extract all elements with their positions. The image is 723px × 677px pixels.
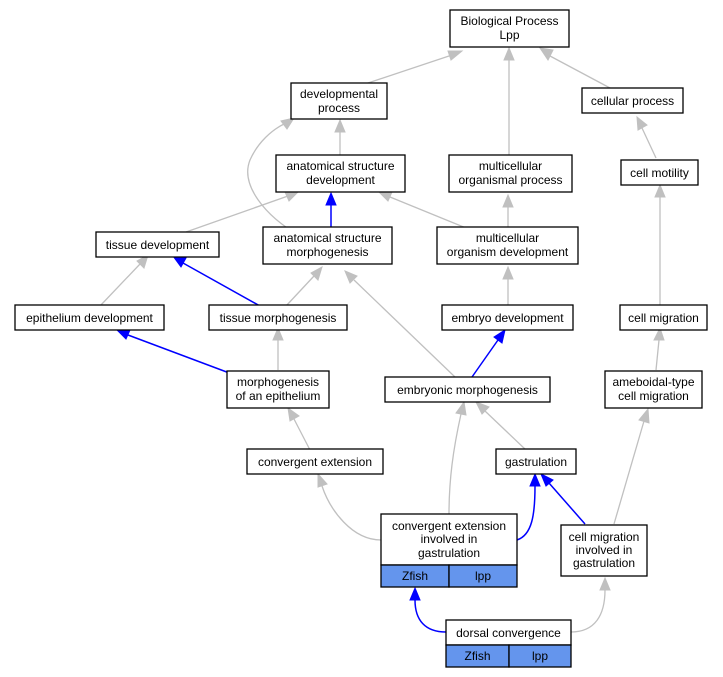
node-embryo-development[interactable]: embryo development (441, 304, 574, 331)
edge-convergent-extension-involved-in-gastrulation-to-embryonic-morphogenesis (448, 400, 467, 515)
node-label-line: cell migration (628, 311, 699, 325)
node-cellular-process[interactable]: cellular process (581, 87, 684, 114)
node-label-line: multicellular (476, 231, 539, 245)
edge-tissue-morphogenesis-to-tissue-development (171, 255, 261, 307)
edge-convergent-extension-involved-in-gastrulation-to-convergent-extension (317, 472, 382, 541)
edge-morphogenesis-of-an-epithelium-to-tissue-morphogenesis (272, 326, 284, 370)
node-label-line: involved in (576, 543, 633, 557)
node-label-line: gastrulation (418, 546, 480, 560)
edge-cellular-process-to-biological-process (538, 47, 611, 89)
node-label-line: ameboidal-type (612, 375, 694, 389)
node-label-line: developmental (300, 87, 378, 101)
node-cell-migration-involved-in-gastrulation[interactable]: cell migration involved in gastrulation (560, 524, 648, 577)
node-label-line: Biological Process (460, 14, 558, 28)
node-multicellular-organism-development[interactable]: multicellular organism development (436, 226, 579, 265)
nodes: Biological Process Lpp developmental pro… (14, 9, 708, 668)
node-dorsal-convergence[interactable]: dorsal convergence Zfish lpp (445, 619, 572, 668)
node-label-line: cell migration (618, 389, 689, 403)
edge-anatomical-structure-morphogenesis-to-developmental-process (247, 117, 301, 237)
node-label-line: of an epithelium (236, 389, 321, 403)
edge-dorsal-convergence-to-cell-migration-involved-in-gastrulation (570, 576, 611, 633)
node-anatomical-structure-morphogenesis[interactable]: anatomical structure morphogenesis (262, 226, 393, 265)
node-gastrulation[interactable]: gastrulation (495, 448, 577, 475)
edge-tissue-development-to-anatomical-structure-development (185, 191, 300, 233)
node-morphogenesis-of-an-epithelium[interactable]: morphogenesis of an epithelium (226, 370, 330, 409)
node-label-line: anatomical structure (286, 159, 394, 173)
node-label-line: morphogenesis (237, 375, 319, 389)
node-label-line: convergent extension (392, 519, 506, 533)
edge-ameboidal-type-cell-migration-to-cell-migration (653, 326, 665, 371)
node-label-line: cellular process (591, 94, 674, 108)
edge-embryonic-morphogenesis-to-anatomical-structure-morphogenesis (344, 270, 456, 378)
node-label-line: gastrulation (573, 556, 635, 570)
edge-embryo-development-to-multicellular-organism-development (502, 265, 514, 306)
annotation-cell-label: lpp (532, 649, 548, 663)
node-tissue-morphogenesis[interactable]: tissue morphogenesis (208, 304, 348, 331)
edge-cell-motility-to-cellular-process (636, 115, 657, 159)
node-label-line: development (306, 173, 375, 187)
node-label-line: cell motility (630, 166, 689, 180)
edge-anatomical-structure-development-to-developmental-process (334, 118, 346, 156)
node-multicellular-organismal-process[interactable]: multicellular organismal process (448, 154, 573, 193)
edge-cell-migration-involved-in-gastrulation-to-gastrulation (540, 472, 586, 525)
edge-dorsal-convergence-to-convergent-extension-involved-in-gastrulation (409, 586, 447, 633)
edge-multicellular-organism-development-to-multicellular-organismal-process (502, 193, 514, 228)
edge-convergent-extension-to-morphogenesis-of-an-epithelium (287, 406, 311, 451)
edges (99, 46, 666, 633)
node-epithelium-development[interactable]: epithelium development (14, 304, 165, 331)
node-label-line: multicellular (479, 159, 542, 173)
node-label-line: gastrulation (505, 455, 567, 469)
node-label-line: Lpp (499, 28, 519, 42)
node-label-line: embryonic morphogenesis (397, 383, 538, 397)
annotation-cell-label: lpp (475, 569, 491, 583)
annotation-cell-label: Zfish (402, 569, 428, 583)
edge-convergent-extension-involved-in-gastrulation-to-gastrulation (516, 472, 541, 541)
node-anatomical-structure-development[interactable]: anatomical structure development (275, 154, 406, 193)
node-label-line: cell migration (569, 530, 640, 544)
node-label-line: morphogenesis (286, 245, 368, 259)
node-convergent-extension-involved-in-gastrulation[interactable]: convergent extension involved in gastrul… (380, 513, 518, 588)
edge-epithelium-development-to-tissue-development (99, 253, 149, 307)
edge-cell-migration-involved-in-gastrulation-to-ameboidal-type-cell-migration (613, 407, 650, 525)
edge-morphogenesis-of-an-epithelium-to-epithelium-development (115, 329, 233, 375)
edge-gastrulation-to-embryonic-morphogenesis (474, 401, 527, 451)
edge-developmental-process-to-biological-process (358, 50, 464, 87)
annotation-cell-label: Zfish (464, 649, 490, 663)
node-developmental-process[interactable]: developmental process (290, 82, 388, 120)
node-label-line: involved in (421, 532, 478, 546)
node-convergent-extension[interactable]: convergent extension (246, 448, 384, 475)
node-label-line: tissue morphogenesis (220, 311, 337, 325)
node-label-line: tissue development (106, 238, 210, 252)
edge-cell-migration-to-cell-motility (654, 183, 666, 305)
node-tissue-development[interactable]: tissue development (95, 231, 220, 258)
node-ameboidal-type-cell-migration[interactable]: ameboidal-type cell migration (604, 370, 703, 409)
node-biological-process[interactable]: Biological Process Lpp (449, 9, 570, 48)
edge-anatomical-structure-morphogenesis-to-anatomical-structure-development (325, 191, 337, 228)
edge-tissue-morphogenesis-to-anatomical-structure-morphogenesis (285, 265, 323, 307)
edge-embryonic-morphogenesis-to-embryo-development (471, 328, 506, 378)
node-label-line: organismal process (458, 173, 562, 187)
node-label-line: process (318, 101, 360, 115)
annotation-cell-lpp (508, 644, 572, 668)
node-label-line: convergent extension (258, 455, 372, 469)
node-embryonic-morphogenesis[interactable]: embryonic morphogenesis (384, 376, 551, 403)
node-label-line: organism development (447, 245, 569, 259)
annotation-cell-lpp (448, 564, 518, 588)
node-label-line: epithelium development (26, 311, 153, 325)
edge-multicellular-organism-development-to-anatomical-structure-development (377, 191, 467, 229)
node-label-line: dorsal convergence (456, 626, 561, 640)
node-label-line: anatomical structure (273, 231, 381, 245)
edge-multicellular-organismal-process-to-biological-process (503, 46, 515, 156)
node-cell-motility[interactable]: cell motility (620, 159, 699, 186)
node-label-line: embryo development (451, 311, 564, 325)
node-cell-migration[interactable]: cell migration (619, 304, 708, 331)
